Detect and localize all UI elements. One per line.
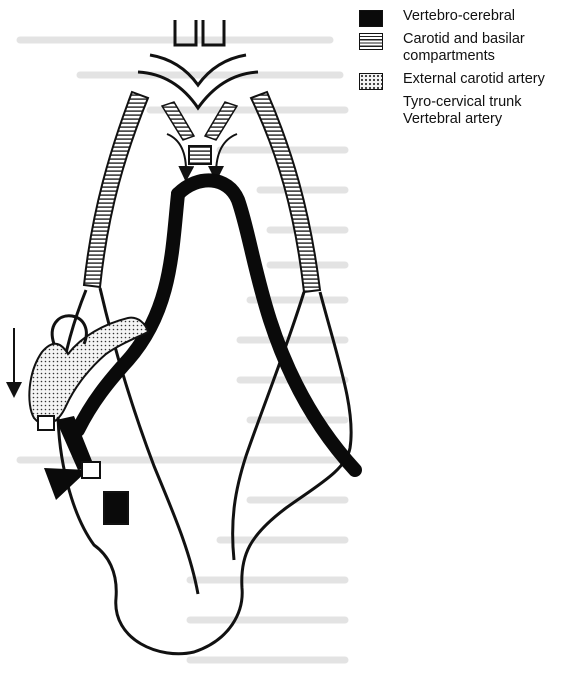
central-junction <box>189 146 211 164</box>
legend-label: Carotid and basilar compartments <box>403 31 565 65</box>
vertebral-artery-stub <box>104 492 128 524</box>
legend-swatch-dotted <box>359 73 383 90</box>
legend-label: Tyro-cervical trunk <box>403 94 565 111</box>
legend-label: External carotid artery <box>403 71 565 88</box>
legend-swatch-striped <box>359 33 383 50</box>
legend-label: Vertebro-cerebral <box>403 8 565 25</box>
legend-item-carotid-basilar: Carotid and basilar compartments <box>355 31 565 65</box>
tyro-cervical-box <box>38 416 54 430</box>
legend-item-vertebro-cerebral: Vertebro-cerebral <box>355 8 565 25</box>
legend-item-vertebral-artery: Vertebral artery <box>355 111 565 128</box>
legend-label: Vertebral artery <box>403 111 565 128</box>
flow-arrow-right <box>216 134 237 174</box>
legend-item-external-carotid: External carotid artery <box>355 71 565 88</box>
legend-item-tyro-cervical: Tyro-cervical trunk <box>355 94 565 111</box>
left-carotid-striped-vessel <box>84 92 148 287</box>
legend-swatch-solid <box>359 10 383 27</box>
legend: Vertebro-cerebral Carotid and basilar co… <box>355 8 565 128</box>
tyro-cervical-box-2 <box>82 462 100 478</box>
arterial-diagram <box>0 0 400 695</box>
upper-vessel-outline <box>138 20 258 108</box>
